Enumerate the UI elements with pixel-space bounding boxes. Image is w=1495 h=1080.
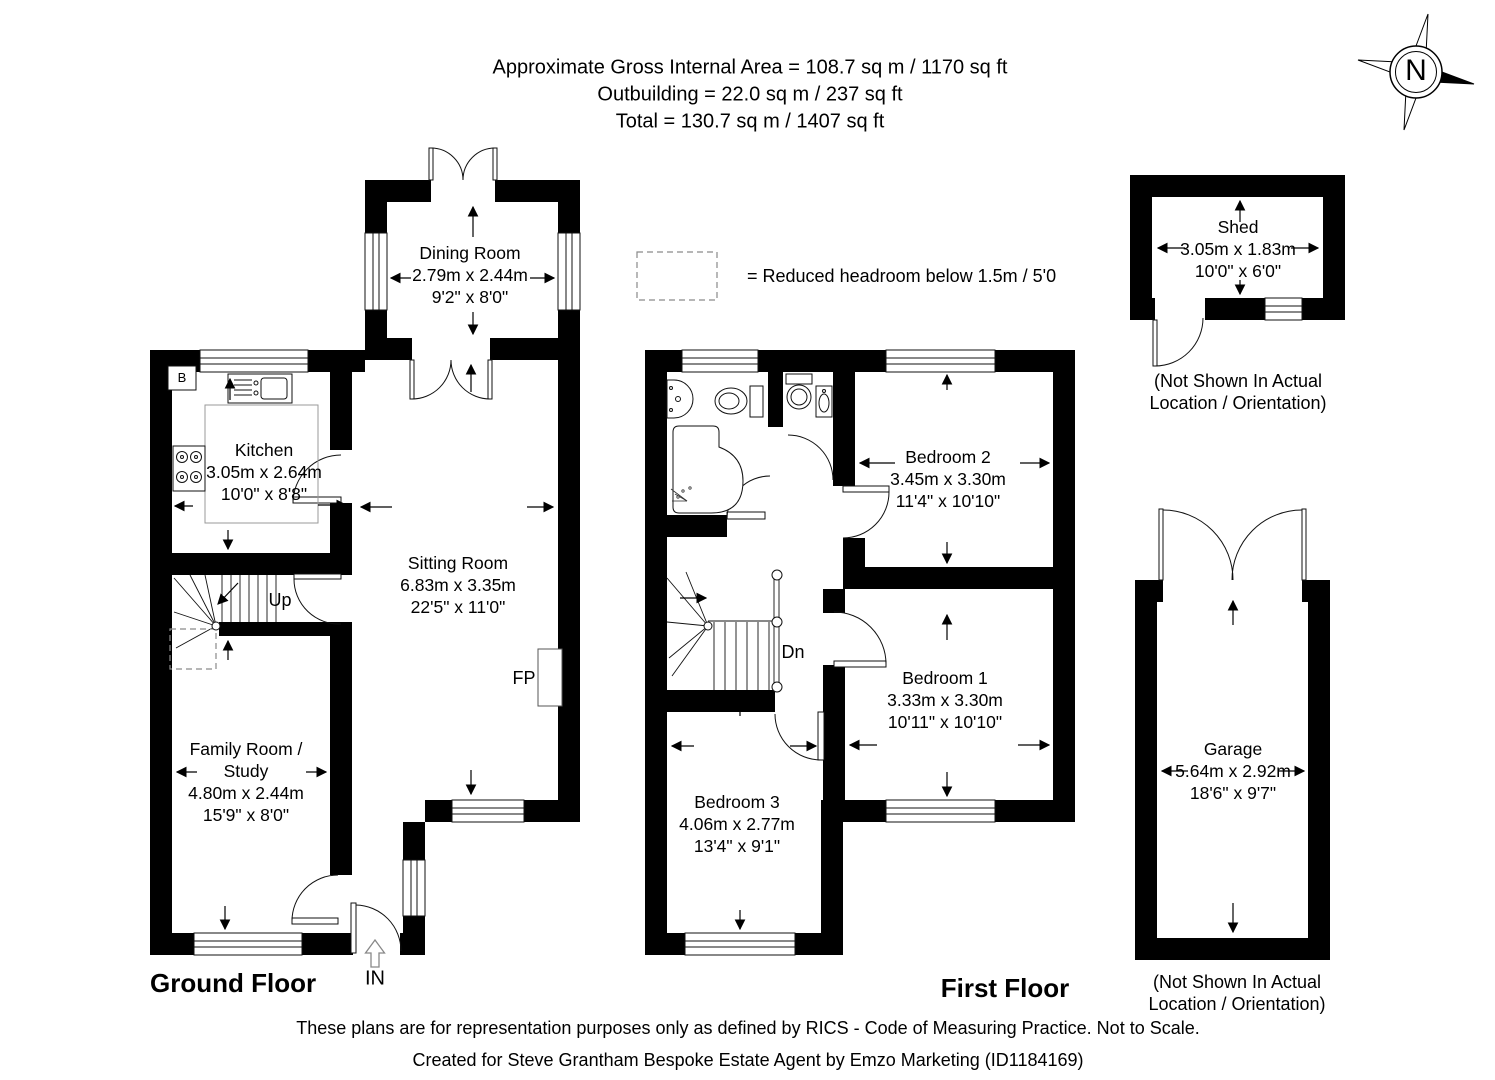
kitchen-label: Kitchen 3.05m x 2.64m 10'0" x 8'8" — [206, 439, 322, 505]
compass-north-label: N — [1405, 54, 1427, 87]
room-imperial: 11'4" x 10'10" — [895, 491, 1001, 511]
sitting-room-label: Sitting Room 6.83m x 3.35m 22'5" x 11'0" — [400, 552, 516, 618]
boiler-box — [167, 365, 197, 391]
room-name: Bedroom 1 — [902, 668, 988, 688]
room-metric: 5.64m x 2.92m — [1175, 761, 1291, 781]
garage-note: (Not Shown In Actual Location / Orientat… — [1148, 971, 1325, 1015]
room-name: Bedroom 2 — [905, 447, 991, 467]
room-name: Family Room / — [189, 739, 303, 759]
room-metric: 3.05m x 1.83m — [1180, 239, 1296, 259]
room-imperial: 13'4" x 9'1" — [693, 836, 781, 856]
fireplace-label: FP — [512, 668, 536, 688]
boiler-label: B — [177, 370, 187, 385]
room-name: Bedroom 3 — [694, 792, 780, 812]
room-imperial: 15'9" x 8'0" — [202, 805, 290, 825]
compass-icon — [1357, 13, 1475, 131]
shed-note: (Not Shown In Actual Location / Orientat… — [1149, 370, 1326, 414]
credit-text: Created for Steve Grantham Bespoke Estat… — [412, 1050, 1084, 1070]
room-metric: 2.79m x 2.44m — [412, 265, 528, 285]
note-line: (Not Shown In Actual — [1153, 371, 1323, 391]
garage-label: Garage 5.64m x 2.92m 18'6" x 9'7" — [1175, 738, 1291, 804]
stairs-up-label: Up — [268, 590, 292, 610]
bedroom3-label: Bedroom 3 4.06m x 2.77m 13'4" x 9'1" — [679, 791, 795, 857]
room-metric: 3.45m x 3.30m — [890, 469, 1006, 489]
disclaimer-text: These plans are for representation purpo… — [296, 1018, 1200, 1038]
note-line: Location / Orientation) — [1149, 393, 1327, 413]
door-leaves — [291, 147, 1307, 954]
outbuilding-line: Outbuilding = 22.0 sq m / 237 sq ft — [597, 83, 903, 106]
room-metric: 3.33m x 3.30m — [887, 690, 1003, 710]
bedroom1-label: Bedroom 1 3.33m x 3.30m 10'11" x 10'10" — [887, 667, 1003, 733]
room-name: Dining Room — [419, 243, 521, 263]
gross-area-line: Approximate Gross Internal Area = 108.7 … — [492, 56, 1008, 79]
bathroom-fixtures — [666, 373, 833, 514]
dimension-arrows — [173, 199, 1320, 934]
dining-room-label: Dining Room 2.79m x 2.44m 9'2" x 8'0" — [412, 242, 528, 308]
room-name: Kitchen — [234, 440, 294, 460]
room-imperial: 10'0" x 8'8" — [220, 484, 308, 504]
fireplace-box — [537, 648, 563, 707]
room-metric: 4.80m x 2.44m — [188, 783, 304, 803]
stairs-down-label: Dn — [781, 642, 805, 662]
note-line: (Not Shown In Actual — [1152, 972, 1322, 992]
first-floor-title: First Floor — [940, 973, 1070, 1003]
total-line: Total = 130.7 sq m / 1407 sq ft — [615, 110, 885, 133]
windows — [193, 232, 1303, 956]
area-summary: Approximate Gross Internal Area = 108.7 … — [493, 55, 1008, 136]
walls — [150, 175, 1345, 960]
door-swings — [291, 147, 1303, 952]
room-imperial: 10'11" x 10'10" — [887, 712, 1003, 732]
entrance-label: IN — [365, 967, 385, 990]
stair-newels — [211, 569, 783, 693]
room-name: Garage — [1203, 739, 1263, 759]
shed-label: Shed 3.05m x 1.83m 10'0" x 6'0" — [1180, 216, 1296, 282]
kitchen-fixtures — [172, 373, 319, 524]
legend-reduced-headroom: = Reduced headroom below 1.5m / 5'0 — [747, 266, 1057, 286]
room-imperial: 10'0" x 6'0" — [1194, 261, 1282, 281]
note-line: Location / Orientation) — [1148, 994, 1326, 1014]
room-name2: Study — [223, 761, 269, 781]
room-imperial: 22'5" x 11'0" — [410, 597, 506, 617]
room-name: Shed — [1217, 217, 1259, 237]
ground-floor-title: Ground Floor — [150, 968, 317, 998]
room-metric: 4.06m x 2.77m — [679, 814, 795, 834]
room-imperial: 9'2" x 8'0" — [431, 287, 509, 307]
entrance-arrow-icon — [364, 938, 386, 968]
room-metric: 6.83m x 3.35m — [400, 575, 516, 595]
family-room-label: Family Room / Study 4.80m x 2.44m 15'9" … — [188, 738, 304, 826]
reduced-headroom-markers — [169, 251, 718, 670]
room-imperial: 18'6" x 9'7" — [1189, 783, 1277, 803]
room-metric: 3.05m x 2.64m — [206, 462, 322, 482]
room-name: Sitting Room — [407, 553, 509, 573]
bedroom2-label: Bedroom 2 3.45m x 3.30m 11'4" x 10'10" — [890, 446, 1006, 512]
